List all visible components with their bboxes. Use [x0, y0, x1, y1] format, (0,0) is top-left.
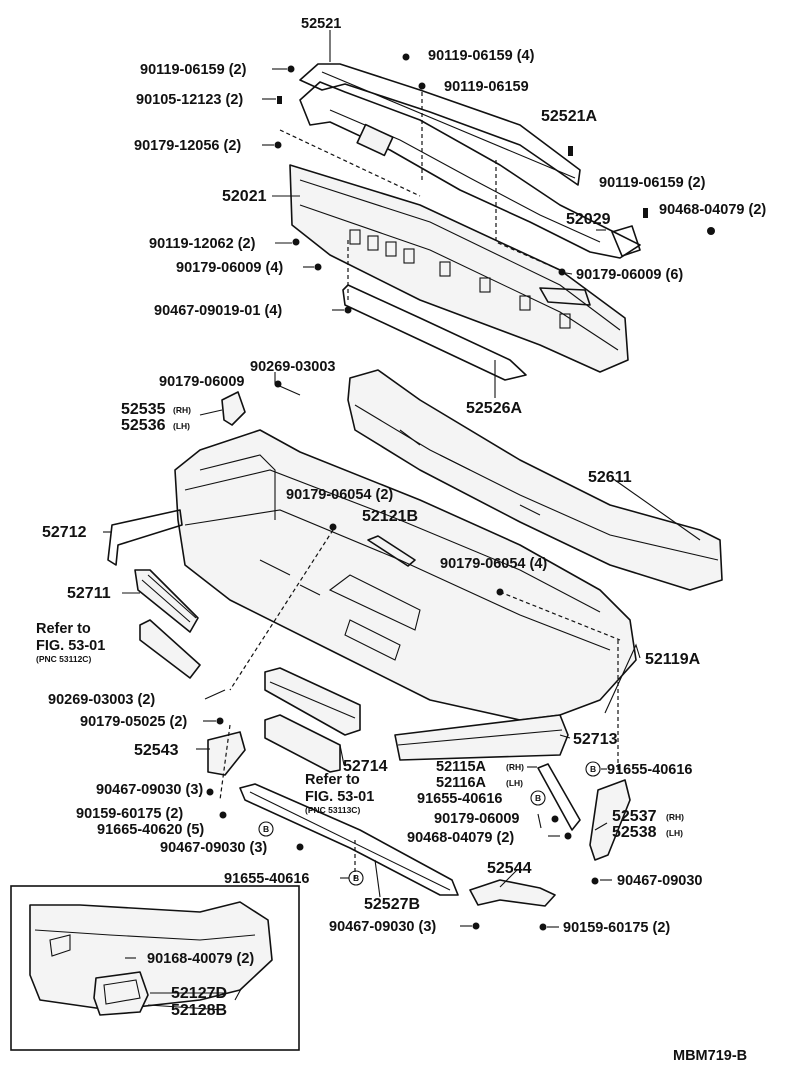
label-90159-60175-2b: 90159-60175 (2) [563, 920, 670, 936]
label-90119-06159: 90119-06159 [444, 79, 529, 95]
label-52537-side: (RH) [666, 812, 684, 822]
label-52526A: 52526A [466, 400, 522, 417]
label-52713: 52713 [573, 731, 618, 748]
label-90105-12123-2: 90105-12123 (2) [136, 92, 243, 108]
label-52115A-side: (RH) [506, 762, 524, 772]
label-52116A: 52116A [436, 775, 487, 791]
label-90467-09019-01-4: 90467-09019-01 (4) [154, 303, 282, 319]
label-90179-06009-6: 90179-06009 (6) [576, 267, 683, 283]
clip-marker-icons: B B B B [258, 761, 601, 886]
label-52119A: 52119A [645, 651, 701, 668]
ref-label-line1: Refer to [36, 621, 91, 637]
grille-52711 [134, 569, 199, 633]
label-90179-06009a: 90179-06009 [159, 374, 244, 390]
label-90179-06009-4: 90179-06009 (4) [176, 260, 283, 276]
ref-label-2-line3: (PNC 53113C) [305, 805, 360, 815]
grille-52714 [264, 667, 361, 773]
ref-label-line2: FIG. 53-01 [36, 638, 105, 654]
bracket-52121B [367, 535, 416, 567]
label-90159-60175-2a: 90159-60175 (2) [76, 806, 183, 822]
label-52116A-side: (LH) [506, 778, 523, 788]
label-91655-40616b: 91655-40616 [417, 791, 502, 807]
label-52536: 52536 [121, 417, 166, 434]
label-52712: 52712 [42, 524, 87, 541]
retainer-52029 [299, 81, 641, 259]
cover-52713 [394, 714, 569, 761]
label-90179-06009b: 90179-06009 [434, 811, 519, 827]
label-90119-06159-4: 90119-06159 (4) [428, 48, 535, 64]
label-52544: 52544 [487, 860, 532, 877]
label-90467-09030: 90467-09030 [617, 873, 702, 889]
label-52536-side: (LH) [173, 421, 190, 431]
clip-mark: B [535, 793, 541, 803]
label-52711: 52711 [67, 585, 111, 602]
label-52115A: 52115A [436, 759, 487, 775]
label-91655-40616a: 91655-40616 [607, 762, 692, 778]
label-90179-06054-2: 90179-06054 (2) [286, 487, 393, 503]
label-52535: 52535 [121, 401, 166, 418]
label-90269-03003a: 90269-03003 [250, 359, 335, 375]
label-90269-03003-2: 90269-03003 (2) [48, 692, 155, 708]
reinforcement-52021 [289, 164, 629, 373]
label-52128B: 52128B [171, 1002, 227, 1019]
absorber-52611 [347, 369, 723, 591]
label-52538-side: (LH) [666, 828, 683, 838]
strip-52527B [239, 783, 459, 896]
bracket-52537 [589, 779, 631, 861]
bracket-52535 [221, 391, 246, 426]
label-90119-06159-2a: 90119-06159 (2) [140, 62, 247, 78]
label-52537: 52537 [612, 808, 657, 825]
retainer-52521 [299, 63, 581, 186]
label-52521: 52521 [301, 16, 341, 32]
diagram-code: MBM719-B [673, 1048, 747, 1064]
label-52535-side: (RH) [173, 405, 191, 415]
label-52521A: 52521A [541, 108, 597, 125]
fog-lamp-cover-left [139, 619, 201, 679]
label-52538: 52538 [612, 824, 657, 841]
label-52021: 52021 [222, 188, 267, 205]
label-52127D: 52127D [171, 985, 227, 1002]
label-90119-06159-2b: 90119-06159 (2) [599, 175, 706, 191]
label-90467-09030-3a: 90467-09030 (3) [96, 782, 203, 798]
label-52527B: 52527B [364, 896, 420, 913]
grille-52712 [107, 509, 183, 566]
label-90179-06054-4: 90179-06054 (4) [440, 556, 547, 572]
label-91665-40620-5: 91665-40620 (5) [97, 822, 204, 838]
label-52121B: 52121B [362, 508, 418, 525]
leader-lines [103, 30, 701, 1001]
ref-label-line3: (PNC 53112C) [36, 654, 91, 664]
label-90179-05025-2: 90179-05025 (2) [80, 714, 187, 730]
bracket-52115A [537, 763, 581, 831]
clip-mark: B [353, 873, 359, 883]
label-90468-04079-2b: 90468-04079 (2) [407, 830, 514, 846]
bracket-52544 [469, 879, 556, 907]
label-52611: 52611 [588, 469, 632, 486]
label-90467-09030-3b: 90467-09030 (3) [160, 840, 267, 856]
inset-detail-box [10, 885, 300, 1051]
label-52543: 52543 [134, 742, 179, 759]
label-91655-40616c: 91655-40616 [224, 871, 309, 887]
label-52714: 52714 [343, 758, 388, 775]
label-90119-12062-2: 90119-12062 (2) [149, 236, 256, 252]
ref-label-2-line2: FIG. 53-01 [305, 789, 374, 805]
clip-mark: B [590, 764, 596, 774]
label-90179-12056-2: 90179-12056 (2) [134, 138, 241, 154]
alignment-lines [219, 92, 621, 880]
ref-label-2-line1: Refer to [305, 772, 360, 788]
label-90468-04079-2a: 90468-04079 (2) [659, 202, 766, 218]
label-52029: 52029 [566, 211, 611, 228]
label-90168-40079-2: 90168-40079 (2) [147, 951, 254, 967]
bumper-cover-52119A [174, 429, 637, 721]
part-labels: 52521 90119-06159 (4) 90119-06159 (2) 90… [36, 16, 766, 1064]
strip-52526A [342, 284, 527, 381]
label-90467-09030-3c: 90467-09030 (3) [329, 919, 436, 935]
clip-mark: B [263, 824, 269, 834]
